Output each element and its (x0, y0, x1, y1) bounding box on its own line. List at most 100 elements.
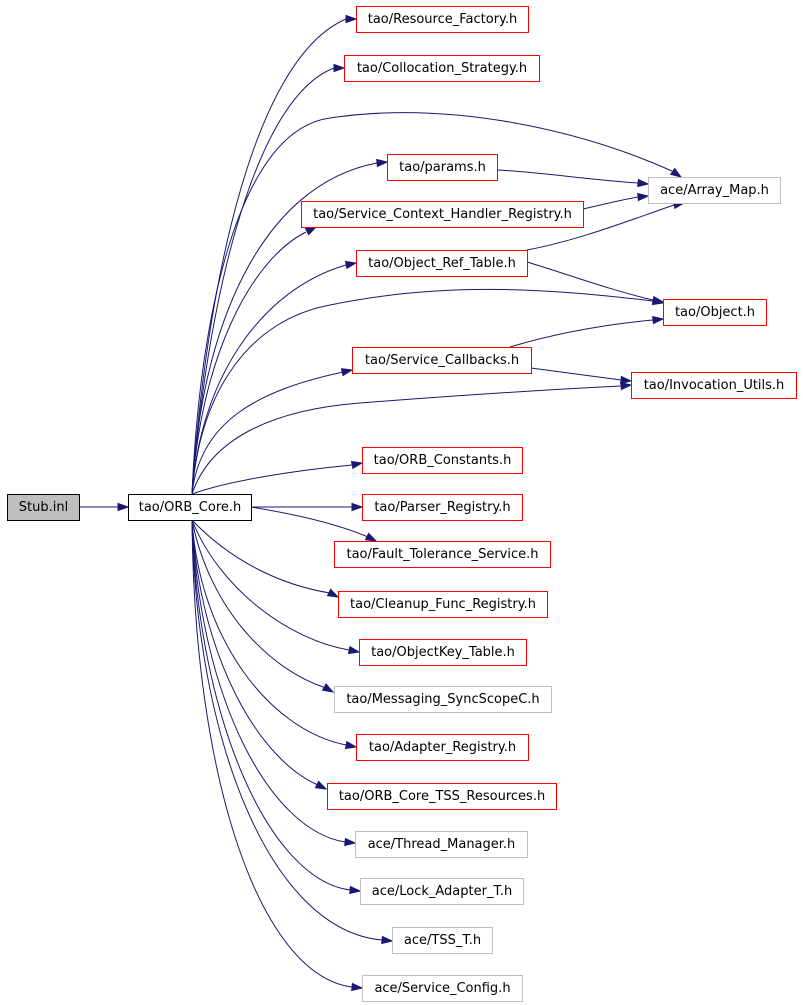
node-box (128, 494, 252, 521)
edge-line (191, 519, 346, 843)
node-box (356, 250, 528, 277)
node-objkey[interactable]: tao/ObjectKey_Table.h (359, 639, 527, 666)
node-colloc[interactable]: tao/Collocation_Strategy.h (344, 55, 540, 82)
edge-line (191, 519, 351, 891)
node-fault[interactable]: tao/Fault_Tolerance_Service.h (334, 541, 551, 568)
edge-orb-to-resfac (191, 14, 358, 495)
node-thrmgr[interactable]: ace/Thread_Manager.h (355, 831, 528, 858)
node-box (392, 927, 493, 954)
edge-orb-to-objkey (191, 519, 361, 655)
node-box (359, 639, 527, 666)
edge-arrowhead (351, 502, 364, 512)
node-label: tao/Service_Context_Handler_Registry.h (313, 207, 572, 222)
edge-line (191, 519, 331, 594)
node-box (327, 783, 557, 810)
node-stub[interactable]: Stub.inl (7, 494, 80, 521)
node-box (334, 686, 552, 713)
node-msgsync[interactable]: tao/Messaging_SyncScopeC.h (334, 686, 552, 713)
node-box (387, 154, 498, 181)
edge-orb-to-tsst (191, 519, 394, 945)
node-box (7, 494, 80, 521)
node-box (360, 878, 524, 905)
edge-orb-to-invutil (191, 381, 633, 495)
node-label: tao/Fault_Tolerance_Service.h (346, 547, 538, 562)
node-tsst[interactable]: ace/TSS_T.h (392, 927, 493, 954)
edge-arrowhead (364, 532, 378, 542)
edge-orb-to-svccb (191, 368, 354, 495)
edge-orb-to-adapter (191, 519, 358, 750)
edges-layer (79, 14, 686, 992)
edge-orb-to-parser (251, 502, 364, 512)
node-label: tao/Object_Ref_Table.h (368, 256, 516, 271)
node-invutil[interactable]: tao/Invocation_Utils.h (631, 372, 797, 399)
node-label: ace/Service_Config.h (374, 981, 510, 996)
edge-svccb-to-invutil (530, 367, 633, 385)
edge-arrowhead (344, 740, 358, 750)
node-label: tao/Parser_Registry.h (374, 500, 510, 515)
edge-arrowhead (350, 460, 364, 470)
node-svccfg[interactable]: ace/Service_Config.h (362, 975, 523, 1002)
edge-line (509, 319, 654, 348)
edge-orb-to-fault (250, 506, 378, 542)
edge-arrowhead (304, 226, 318, 236)
edge-arrowhead (652, 315, 665, 325)
edge-params-to-arraymap (496, 169, 650, 188)
node-adapter[interactable]: tao/Adapter_Registry.h (356, 734, 529, 761)
edge-arrowhead (381, 935, 394, 945)
edge-arrowhead (620, 375, 633, 385)
node-sctxreg[interactable]: tao/Service_Context_Handler_Registry.h (301, 201, 584, 228)
node-cleanup[interactable]: tao/Cleanup_Func_Registry.h (338, 591, 548, 618)
edge-line (191, 464, 353, 495)
node-label: tao/Resource_Factory.h (368, 12, 518, 27)
edge-arrowhead (651, 295, 665, 305)
node-box (338, 591, 548, 618)
edge-svccb-to-object (509, 315, 665, 348)
node-object[interactable]: tao/Object.h (663, 299, 767, 326)
edge-line (191, 371, 344, 495)
node-label: ace/TSS_T.h (404, 933, 481, 948)
edge-line (530, 367, 622, 381)
node-label: tao/ORB_Constants.h (374, 453, 512, 468)
node-box (356, 734, 529, 761)
node-box (355, 831, 528, 858)
node-box (356, 6, 529, 33)
edge-line (191, 519, 327, 689)
node-params[interactable]: tao/params.h (387, 154, 498, 181)
node-orbconst[interactable]: tao/ORB_Constants.h (362, 447, 523, 474)
edge-arrowhead (326, 588, 340, 598)
node-svccb[interactable]: tao/Service_Callbacks.h (352, 347, 532, 374)
node-resfac[interactable]: tao/Resource_Factory.h (356, 6, 529, 33)
edge-arrowhead (333, 63, 346, 73)
edge-orb-to-objref (191, 260, 358, 495)
node-lockad[interactable]: ace/Lock_Adapter_T.h (360, 878, 524, 905)
edge-orb-to-arraymap (191, 112, 683, 495)
edge-objref-to-object (526, 261, 665, 305)
node-box (648, 177, 781, 204)
edge-arrowhead (321, 683, 335, 693)
node-parser[interactable]: tao/Parser_Registry.h (362, 494, 523, 521)
node-objref[interactable]: tao/Object_Ref_Table.h (356, 250, 528, 277)
edge-line (191, 288, 654, 495)
node-arraymap[interactable]: ace/Array_Map.h (648, 177, 781, 204)
node-label: tao/Messaging_SyncScopeC.h (346, 692, 539, 707)
edge-arrowhead (117, 502, 130, 512)
edge-line (191, 519, 319, 786)
nodes-layer: Stub.inl tao/ORB_Core.h tao/Resource_Facto… (7, 6, 797, 1002)
node-orbtss[interactable]: tao/ORB_Core_TSS_Resources.h (327, 783, 557, 810)
edge-sctxreg-to-arraymap (582, 192, 650, 210)
node-label: tao/ORB_Core.h (139, 500, 242, 515)
edge-arrowhead (349, 885, 362, 895)
edge-line (191, 385, 622, 495)
edge-line (526, 261, 654, 301)
node-box (352, 347, 532, 374)
node-label: ace/Thread_Manager.h (368, 837, 516, 852)
edge-line (250, 506, 369, 538)
edge-line (496, 169, 639, 184)
node-label: tao/Cleanup_Func_Registry.h (350, 597, 536, 612)
edge-line (191, 18, 347, 495)
node-orb[interactable]: tao/ORB_Core.h (128, 494, 252, 521)
node-label: Stub.inl (19, 500, 68, 515)
edge-arrowhead (637, 178, 650, 188)
edge-stub-to-orb (79, 502, 130, 512)
